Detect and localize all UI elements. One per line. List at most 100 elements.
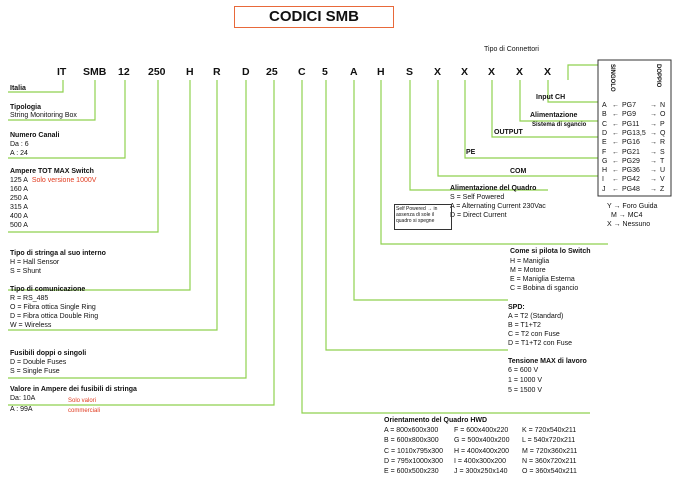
- line-tipo-connettori: [567, 64, 598, 80]
- code-letter-r: R: [213, 66, 221, 78]
- arrow-right-icon: →: [650, 129, 657, 137]
- orientamento-cell: F = 600x400x220: [454, 427, 509, 434]
- tipo-connettori-label: Tipo di Connettori: [484, 46, 539, 53]
- pe-label: PE: [466, 149, 476, 156]
- comunicazione-heading: Tipo di comunicazione: [10, 286, 86, 293]
- arrow-left-icon: ←: [612, 111, 619, 119]
- arrow-left-icon: ←: [612, 167, 619, 175]
- line-com: [437, 80, 598, 177]
- orientamento-cell: N = 360x720x211: [522, 458, 577, 465]
- connector-size: PG11: [622, 120, 640, 128]
- code-letter-h2: H: [377, 66, 385, 78]
- arrow-right-icon: →: [650, 167, 657, 175]
- connector-single-code: B: [602, 111, 607, 119]
- canali-heading: Numero Canali: [10, 132, 60, 139]
- connector-double-code: S: [660, 148, 665, 156]
- code-letter-x4: X: [516, 66, 524, 78]
- arrow-right-icon: →: [650, 176, 657, 184]
- valore-line: Da: 10A: [10, 395, 36, 402]
- code-letter-it: IT: [57, 66, 67, 78]
- alimentazione-quadro-line: S = Self Powered: [450, 194, 505, 201]
- connector-double-code: T: [660, 157, 665, 165]
- connector-size: PG9: [622, 111, 637, 119]
- arrow-left-icon: ←: [612, 148, 619, 156]
- pilota-line: C = Bobina di sgancio: [510, 285, 579, 292]
- orientamento-cell: C = 1010x795x300: [384, 448, 443, 455]
- connector-single-code: J: [602, 185, 606, 193]
- connector-single-code: F: [602, 148, 607, 156]
- alimentazione-quadro-line: A = Alternating Current 230Vac: [450, 203, 546, 210]
- line-stringa: [8, 80, 191, 291]
- line-canali: [8, 80, 126, 159]
- connector-box: [597, 59, 672, 197]
- connector-single-code: I: [602, 176, 604, 184]
- code-letter-s: S: [406, 66, 414, 78]
- spd-line: C = T2 con Fuse: [508, 331, 560, 338]
- extra-line: M → MC4: [611, 212, 643, 219]
- ampere-line: 160 A: [10, 186, 28, 193]
- line-ampere: [8, 80, 159, 233]
- valore-heading: Valore in Ampere dei fusibili di stringa: [10, 386, 137, 393]
- orientamento-cell: H = 400x400x200: [454, 448, 510, 455]
- code-letter-h: H: [186, 66, 194, 78]
- orientamento-cell: K = 720x540x211: [522, 427, 577, 434]
- pilota-line: H = Maniglia: [510, 258, 550, 265]
- canali-line: A : 24: [10, 150, 28, 157]
- line-pilota: [380, 80, 608, 245]
- orientamento-cell: M = 720x360x211: [522, 448, 578, 455]
- connector-size: PG13,5: [622, 129, 646, 137]
- connector-double-code: P: [660, 120, 665, 128]
- orientamento-cell: L = 540x720x211: [522, 437, 576, 444]
- code-letter-x2: X: [461, 66, 469, 78]
- code-letter-12: 12: [118, 66, 130, 78]
- pilota-line: M = Motore: [510, 267, 546, 274]
- doppio-label: DOPPIO: [655, 64, 661, 88]
- extra-line: Y → Foro Guida: [607, 203, 658, 210]
- fusibili-line: S = Single Fuse: [10, 368, 60, 375]
- orientamento-cell: I = 400x300x200: [454, 458, 506, 465]
- connector-single-code: E: [602, 139, 607, 147]
- code-letter-x1: X: [434, 66, 442, 78]
- page-title: CODICI SMB: [234, 6, 394, 28]
- line-output: [491, 80, 598, 138]
- orientamento-cell: O = 360x540x211: [522, 468, 577, 475]
- tipologia-heading: Tipologia: [10, 104, 41, 111]
- connector-double-code: V: [660, 176, 665, 184]
- singolo-label: SINGOLO: [609, 64, 615, 92]
- connector-single-code: A: [602, 102, 607, 109]
- pilota-line: E = Maniglia Esterna: [510, 276, 575, 283]
- line-input: [547, 80, 598, 103]
- fusibili-heading: Fusibili doppi o singoli: [10, 350, 87, 357]
- connector-size: PG21: [622, 148, 640, 156]
- connector-size: PG48: [622, 185, 640, 193]
- line-italia: [8, 80, 64, 93]
- arrow-left-icon: ←: [612, 176, 619, 184]
- connector-double-code: N: [660, 102, 666, 109]
- alimentazione-label: Alimentazione: [530, 112, 578, 119]
- pilota-heading: Come si pilota lo Switch: [510, 248, 591, 255]
- line-fusibili: [8, 80, 247, 379]
- connector-size: PG36: [622, 167, 640, 175]
- connector-single-code: D: [602, 129, 608, 137]
- line-pe: [464, 80, 598, 159]
- tensione-line: 6 = 600 V: [508, 367, 539, 374]
- valore-note: commerciali: [68, 408, 101, 414]
- com-label: COM: [510, 168, 527, 175]
- spd-line: D = T1+T2 con Fuse: [508, 340, 573, 347]
- ampere-line: 125 A Solo versione 1000V: [10, 177, 97, 184]
- sistema-sgancio-label: Sistema di sgancio: [532, 122, 587, 128]
- line-tensione: [325, 80, 508, 351]
- orientamento-cell: A = 800x600x300: [384, 427, 439, 434]
- arrow-left-icon: ←: [612, 139, 619, 147]
- stringa-line: S = Shunt: [10, 268, 41, 275]
- code-letter-c: C: [298, 66, 306, 78]
- code-letter-x5: X: [544, 66, 552, 78]
- ampere-heading: Ampere TOT MAX Switch: [10, 168, 94, 175]
- arrow-left-icon: ←: [612, 157, 619, 165]
- comunicazione-line: W = Wireless: [10, 322, 52, 329]
- spd-line: A = T2 (Standard): [508, 313, 564, 320]
- fusibili-line: D = Double Fuses: [10, 359, 67, 366]
- valore-line: A : 99A: [10, 406, 33, 413]
